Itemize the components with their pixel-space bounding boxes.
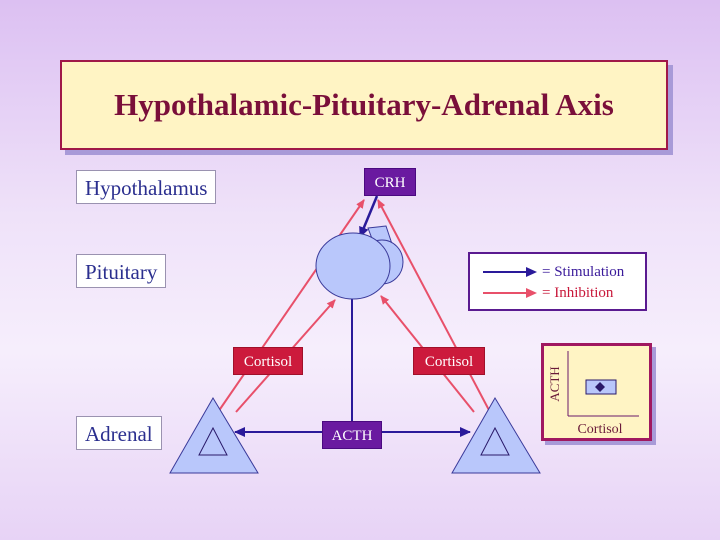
stimulation-arrow-icon [483,267,537,277]
left-adrenal-inner [198,426,228,456]
title-box: Hypothalamic-Pituitary-Adrenal Axis [60,60,668,150]
hypothalamus-label: Hypothalamus [76,170,217,204]
acth-tag: ACTH [322,421,382,449]
left-adrenal-gland [169,397,259,474]
legend-inhibition-label: = Inhibition [542,284,614,301]
cortisol-right-tag: Cortisol [413,347,485,375]
inhibition-arrow-icon [483,288,537,298]
legend-inhibition: = Inhibition [482,283,613,303]
crh-tag: CRH [364,168,416,196]
inset-plot: ACTH Cortisol [547,351,639,437]
slide-title: Hypothalamic-Pituitary-Adrenal Axis [114,87,614,122]
pituitary-gland [315,225,404,300]
crh-stimulation-arrow [358,195,379,238]
anterior-pituitary [315,232,391,300]
inset-xlabel: Cortisol [577,422,622,437]
acth-cortisol-inset: ACTH Cortisol [541,343,652,441]
inset-setpoint-marker [595,382,605,392]
right-adrenal-inner [480,426,510,456]
adrenal-label: Adrenal [76,416,162,450]
right-adrenal-gland [451,397,541,474]
legend: = Stimulation = Inhibition [468,252,647,311]
inhibition-arrow-left-to-hypothalamus [217,199,365,413]
legend-stimulation: = Stimulation [482,262,624,282]
inset-ylabel: ACTH [547,366,562,401]
right-adrenal-outer [451,397,541,474]
pituitary-label: Pituitary [76,254,167,288]
left-adrenal-outer [169,397,259,474]
cortisol-left-tag: Cortisol [233,347,303,375]
legend-stimulation-label: = Stimulation [542,263,625,280]
inhibition-arrow-right-to-hypothalamus [377,199,491,413]
